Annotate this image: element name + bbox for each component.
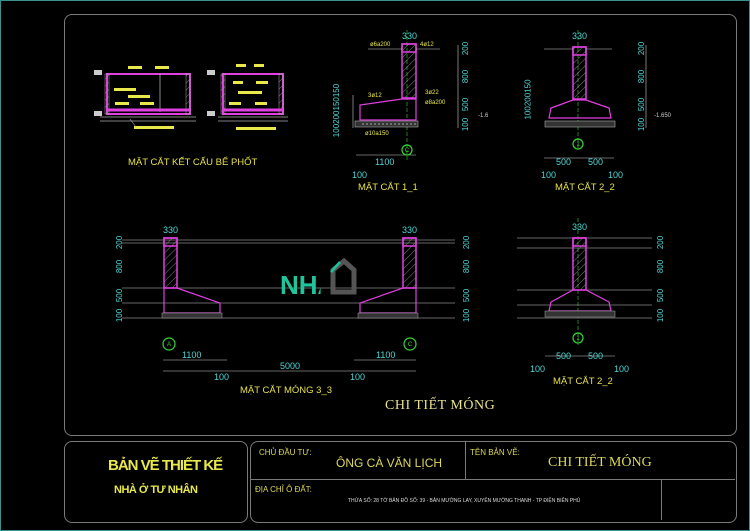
dim-2-2-bl: 500 xyxy=(556,157,572,167)
septic-tank-left xyxy=(94,66,196,129)
project-subtitle: NHÀ Ở TƯ NHÂN xyxy=(114,484,198,496)
dim-2-2b-br: 500 xyxy=(588,351,604,361)
drawing-name-value: CHI TIẾT MÓNG xyxy=(548,455,652,470)
dim-3-3-r1: 800 xyxy=(462,259,472,274)
title-block-divider-h xyxy=(251,479,735,480)
dim-3-3-l1: 800 xyxy=(115,259,125,274)
rebar-label: 3ø22 xyxy=(425,90,439,96)
drawing-main-title: CHI TIẾT MÓNG xyxy=(385,398,496,413)
dim-3-3-bl: 1100 xyxy=(182,350,202,360)
dim-1-1-bottom: 1100 xyxy=(375,157,395,167)
dim-3-3-l2: 500 xyxy=(115,288,125,303)
address-value: THỬA SỐ: 28 TỜ BẢN ĐỒ SỐ: 39 - BẢN MƯỜNG… xyxy=(348,498,581,504)
dim-1-1-r2: 500 xyxy=(461,97,471,112)
dim-3-3-r2: 500 xyxy=(462,288,472,303)
title-block-divider-v2 xyxy=(661,480,662,520)
caption-mat-cat-2-2-bottom: MẶT CẮT 2_2 xyxy=(553,376,613,387)
project-title: BẢN VẼ THIẾT KẾ xyxy=(108,457,223,474)
dim-3-3-r3: 100 xyxy=(462,308,472,323)
level-1-1: -1.6 xyxy=(478,113,489,119)
dim-3-3-br: 1100 xyxy=(376,350,396,360)
dim-3-3-l3: 100 xyxy=(115,308,125,323)
dim-2-2-br: 500 xyxy=(588,157,604,167)
title-block-divider-v1 xyxy=(465,442,466,479)
section-2-2-bottom: 1 xyxy=(517,218,652,357)
dim-3-3-tl: 330 xyxy=(163,225,179,235)
dim-2-2-top: 330 xyxy=(572,31,588,41)
dim-2-2-or: 100 xyxy=(608,170,624,180)
caption-mat-cat-1-1: MẶT CẮT 1_1 xyxy=(358,182,418,193)
rebar-label: ø10a150 xyxy=(365,131,389,137)
dim-2-2b-or: 100 xyxy=(614,364,630,374)
caption-mat-cat-mong-3-3: MẶT CẮT MÓNG 3_3 xyxy=(240,385,333,396)
watermark-text: NHÀ xyxy=(280,270,337,300)
title-block-panel xyxy=(250,441,737,523)
dim-3-3-tr: 330 xyxy=(402,225,418,235)
dim-2-2-r1: 800 xyxy=(637,69,647,84)
dim-1-1-left: 100200150150 xyxy=(332,83,342,138)
section-3-3: A C xyxy=(122,237,455,372)
dim-2-2b-r1: 800 xyxy=(656,259,666,274)
address-label: ĐỊA CHỈ Ô ĐẤT: xyxy=(255,485,312,494)
dim-1-1-r0: 200 xyxy=(461,41,471,56)
dim-2-2-r3: 100 xyxy=(637,117,647,132)
axis-label-1: 1 xyxy=(576,336,580,342)
dim-1-1-top: 330 xyxy=(402,31,418,41)
dim-2-2-r2: 500 xyxy=(637,97,647,112)
caption-mat-cat-2-2-top: MẶT CẮT 2_2 xyxy=(555,182,615,193)
drawing-name-label: TÊN BẢN VẼ: xyxy=(470,448,520,457)
dim-3-3-l0: 200 xyxy=(115,235,125,250)
axis-label-a: A xyxy=(167,342,171,348)
owner-value: ÔNG CÀ VĂN LỊCH xyxy=(336,456,443,470)
septic-tank-right xyxy=(207,64,288,130)
dim-2-2b-bl: 500 xyxy=(556,351,572,361)
dim-1-1-r1: 800 xyxy=(461,69,471,84)
dim-2-2-ol: 100 xyxy=(541,170,557,180)
level-2-2: -1.650 xyxy=(654,113,672,119)
axis-label-1: 1 xyxy=(576,142,580,148)
rebar-label: ø8a200 xyxy=(425,100,446,106)
dim-3-3-r0: 200 xyxy=(462,235,472,250)
axis-label-c: C xyxy=(408,342,413,348)
axis-label-c: C xyxy=(405,148,410,154)
drawing-area-panel xyxy=(64,14,737,436)
dim-3-3-or: 100 xyxy=(350,372,366,382)
dim-2-2b-r0: 200 xyxy=(656,235,666,250)
caption-ket-cau-be-phot: MẶT CẮT KẾT CẤU BỂ PHỐT xyxy=(128,157,258,168)
watermark-logo-icon xyxy=(330,257,357,295)
dim-3-3-span: 5000 xyxy=(280,361,301,371)
dim-2-2b-top: 330 xyxy=(572,222,588,232)
dim-1-1-r3: 100 xyxy=(461,117,471,132)
rebar-label: ø6a200 xyxy=(370,42,391,48)
rebar-label: 4ø12 xyxy=(420,42,434,48)
owner-label: CHỦ ĐẦU TƯ: xyxy=(259,448,312,457)
dim-2-2b-ol: 100 xyxy=(530,364,546,374)
dim-2-2-r0: 200 xyxy=(637,41,647,56)
project-title-panel xyxy=(64,441,248,523)
section-1-1: C xyxy=(352,30,459,160)
section-2-2-top: 1 xyxy=(544,30,647,159)
dim-2-2b-r2: 500 xyxy=(656,288,666,303)
dim-1-1-offset: 100 xyxy=(352,170,368,180)
dim-2-2-left: 100200150 xyxy=(523,79,533,120)
dim-2-2b-r3: 100 xyxy=(656,308,666,323)
rebar-label: 3ø12 xyxy=(368,93,382,99)
dim-3-3-ol: 100 xyxy=(214,372,230,382)
